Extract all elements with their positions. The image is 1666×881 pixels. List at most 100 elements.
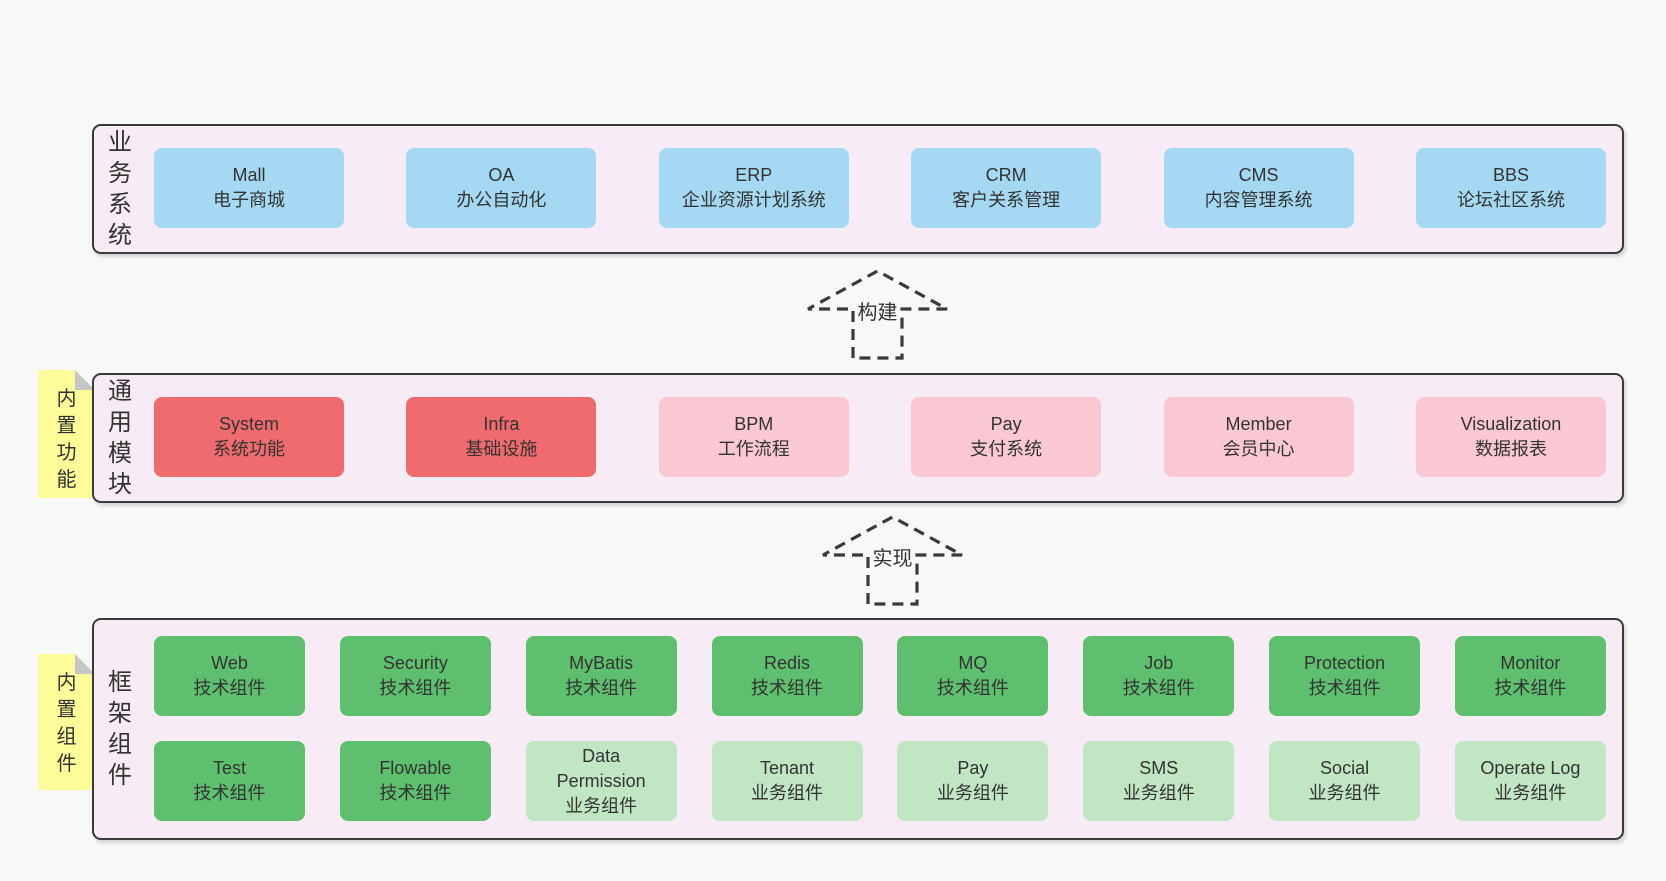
box-subtitle: 支付系统 <box>970 439 1043 459</box>
box-title: Visualization <box>1460 414 1562 434</box>
box-title: OA <box>488 165 515 185</box>
box-operate-log: Operate Log 业务组件 <box>1454 741 1606 821</box>
box-cms: CMS 内容管理系统 <box>1163 148 1354 228</box>
box-title: Test <box>212 758 246 778</box>
box-title: Monitor <box>1500 653 1561 673</box>
layer-label-business: 业务系统 <box>108 129 132 249</box>
box-subtitle: 技术组件 <box>193 783 266 803</box>
box-web: Web 技术组件 <box>154 636 305 716</box>
box-social: Social 业务组件 <box>1269 741 1421 821</box>
sticky-label: 内置组件 <box>56 672 77 775</box>
box-erp: ERP 企业资源计划系统 <box>658 148 849 228</box>
box-mall: Mall 电子商城 <box>154 148 344 228</box>
box-subtitle: 业务组件 <box>1494 783 1567 803</box>
box-data-permission: Data Permission 业务组件 <box>525 741 677 821</box>
box-subtitle: 技术组件 <box>379 783 452 803</box>
box-title: Operate Log <box>1480 758 1581 778</box>
box-title: Social <box>1320 758 1370 778</box>
box-subtitle: 技术组件 <box>1122 678 1195 698</box>
box-title: BPM <box>734 414 774 434</box>
box-subtitle: 工作流程 <box>717 439 790 459</box>
box-job: Job 技术组件 <box>1083 636 1235 716</box>
box-title: MyBatis <box>569 653 634 673</box>
sticky-label: 内置功能 <box>56 388 77 491</box>
layer-business-systems: 业务系统 Mall 电子商城 OA 办公自动化 ERP 企业资源计划系统 CRM… <box>92 124 1624 254</box>
sticky-note-built-in-functions: 内置功能 <box>38 370 95 498</box>
box-subtitle: 会员中心 <box>1222 439 1295 459</box>
box-subtitle: 技术组件 <box>751 678 824 698</box>
box-title: ERP <box>735 165 773 185</box>
box-subtitle: 系统功能 <box>213 439 285 459</box>
box-system: System 系统功能 <box>154 397 344 477</box>
box-title: CMS <box>1238 165 1279 185</box>
box-subtitle: 技术组件 <box>379 678 452 698</box>
sticky-note-built-in-components: 内置组件 <box>38 654 95 790</box>
box-subtitle: 数据报表 <box>1474 439 1547 459</box>
box-title: Data Permission <box>556 745 646 791</box>
box-subtitle: 技术组件 <box>565 678 638 698</box>
box-title: Tenant <box>760 758 815 778</box>
box-title: Job <box>1144 653 1174 673</box>
box-crm: CRM 客户关系管理 <box>911 148 1102 228</box>
box-sms: SMS 业务组件 <box>1083 741 1235 821</box>
box-subtitle: 技术组件 <box>936 678 1009 698</box>
box-subtitle: 技术组件 <box>1308 678 1381 698</box>
box-monitor: Monitor 技术组件 <box>1454 636 1606 716</box>
box-member: Member 会员中心 <box>1163 397 1354 477</box>
box-flowable: Flowable 技术组件 <box>339 741 491 821</box>
box-subtitle: 技术组件 <box>1494 678 1567 698</box>
components-box-row-1: Web 技术组件 Security 技术组件 MyBatis 技术组件 Redi… <box>154 636 1606 716</box>
box-subtitle: 办公自动化 <box>456 190 547 210</box>
box-subtitle: 电子商城 <box>213 190 285 210</box>
arrow-build-icon: 构建 <box>807 269 948 360</box>
box-title: System <box>218 414 279 434</box>
box-protection: Protection 技术组件 <box>1269 636 1421 716</box>
box-visualization: Visualization 数据报表 <box>1415 397 1606 477</box>
box-title: Mall <box>232 165 266 185</box>
arrow-implement-label: 实现 <box>873 547 913 570</box>
box-title: Pay <box>957 758 989 778</box>
box-title: Protection <box>1304 653 1386 673</box>
box-test: Test 技术组件 <box>154 741 305 821</box>
layer-label-components: 框架组件 <box>108 669 132 789</box>
box-subtitle: 业务组件 <box>565 795 638 816</box>
business-box-row: Mall 电子商城 OA 办公自动化 ERP 企业资源计划系统 CRM 客户关系… <box>154 148 1606 228</box>
box-infra: Infra 基础设施 <box>406 397 597 477</box>
box-security: Security 技术组件 <box>339 636 491 716</box>
box-bpm: BPM 工作流程 <box>658 397 849 477</box>
box-subtitle: 内容管理系统 <box>1204 190 1313 210</box>
box-title: CRM <box>985 165 1027 185</box>
layer-label-modules: 通用模块 <box>108 378 132 498</box>
box-redis: Redis 技术组件 <box>711 636 863 716</box>
box-title: Web <box>211 653 248 673</box>
arrow-implement-icon: 实现 <box>822 515 963 606</box>
box-title: Security <box>382 653 448 673</box>
layer-common-modules: 通用模块 System 系统功能 Infra 基础设施 BPM 工作流程 Pay… <box>92 373 1624 503</box>
box-subtitle: 论坛社区系统 <box>1456 190 1565 210</box>
box-title: Flowable <box>379 758 452 778</box>
box-bbs: BBS 论坛社区系统 <box>1415 148 1606 228</box>
box-pay: Pay 支付系统 <box>911 397 1102 477</box>
box-title: Pay <box>990 414 1022 434</box>
arrow-build-label: 构建 <box>858 301 898 324</box>
layer-framework-components: 框架组件 Web 技术组件 Security 技术组件 MyBatis 技术组件… <box>92 618 1624 840</box>
box-subtitle: 客户关系管理 <box>952 190 1061 210</box>
box-mybatis: MyBatis 技术组件 <box>525 636 677 716</box>
box-title: MQ <box>958 653 988 673</box>
box-oa: OA 办公自动化 <box>406 148 597 228</box>
box-subtitle: 技术组件 <box>193 678 266 698</box>
box-subtitle: 业务组件 <box>1308 783 1381 803</box>
box-pay-business: Pay 业务组件 <box>897 741 1049 821</box>
box-tenant: Tenant 业务组件 <box>711 741 863 821</box>
modules-box-row: System 系统功能 Infra 基础设施 BPM 工作流程 Pay 支付系统… <box>154 397 1606 477</box>
components-box-row-2: Test 技术组件 Flowable 技术组件 Data Permission … <box>154 741 1606 821</box>
box-subtitle: 业务组件 <box>751 783 824 803</box>
box-title: Member <box>1225 414 1292 434</box>
box-subtitle: 业务组件 <box>1122 783 1195 803</box>
box-subtitle: 基础设施 <box>465 439 538 459</box>
box-title: Redis <box>764 653 811 673</box>
box-subtitle: 业务组件 <box>936 783 1009 803</box>
box-mq: MQ 技术组件 <box>897 636 1049 716</box>
box-title: SMS <box>1139 758 1179 778</box>
box-title: BBS <box>1492 165 1529 185</box>
